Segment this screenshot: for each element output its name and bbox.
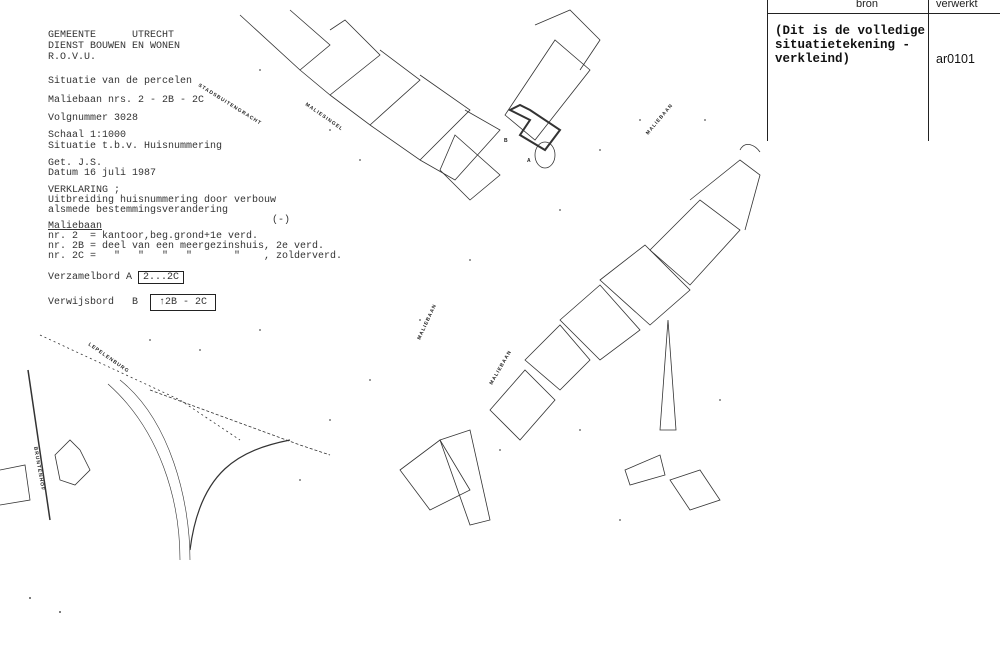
street-line [149, 389, 331, 456]
mark: (-) [272, 215, 291, 226]
info-datum: Datum 16 juli 1987 [48, 168, 157, 179]
header-bron: bron [856, 0, 879, 10]
verwerkt-cell: ar0101 [936, 52, 975, 66]
verwijsbord-sign: ↑2B - 2C [150, 294, 217, 311]
nr-2b: nr. 2B = deel van een meergezinshuis, 2e… [48, 241, 325, 252]
building-block [239, 9, 331, 71]
street-line [107, 383, 181, 561]
arrow-up-icon: ↑ [159, 297, 166, 308]
header-verwerkt: verwerkt [936, 0, 978, 10]
street-label-maliesingel: MALIESINGEL [304, 102, 344, 133]
building-block [504, 39, 591, 141]
verklaring-line-2: alsmede bestemmingsverandering [48, 205, 229, 216]
street-line [39, 334, 241, 441]
parcel-2-outline [507, 103, 562, 152]
building-block [439, 134, 501, 201]
header-line-1: GEMEENTE UTRECHT [48, 30, 174, 41]
spire-outline [659, 319, 677, 431]
building-block [299, 19, 381, 96]
street-line [119, 379, 191, 561]
building-block [599, 244, 691, 326]
verklaring-line-1: Uitbreiding huisnummering door verbouw [48, 195, 277, 206]
street-label-stadsbuitengracht: STADSBUITENGRACHT [197, 83, 263, 127]
building-block [399, 439, 471, 511]
street-line [739, 143, 761, 153]
header-line-3: R.O.V.U. [48, 52, 97, 63]
info-title: Situatie van de percelen [48, 76, 193, 87]
info-situatie: Situatie t.b.v. Huisnummering [48, 141, 223, 152]
street-label-bruntenhof: BRUNTENHOF [32, 446, 46, 491]
building-block [524, 324, 591, 391]
street-line [189, 439, 291, 551]
marker-b: B [504, 138, 509, 144]
building-block [489, 369, 556, 441]
bron-cell: (Dit is de volledige situatietekening - … [775, 24, 926, 66]
building-block [534, 9, 601, 71]
building-block [669, 469, 721, 511]
verklaring-heading: VERKLARING ; [48, 185, 121, 196]
marker-a: A [527, 158, 532, 164]
building-block [369, 74, 471, 161]
building-block [329, 49, 421, 126]
archive-table: bron verwerkt (Dit is de volledige situa… [767, 0, 1000, 141]
header-line-2: DIENST BOUWEN EN WONEN [48, 41, 181, 52]
street-line [27, 369, 51, 521]
info-schaal: Schaal 1:1000 [48, 130, 127, 141]
table-header-line [768, 13, 1000, 14]
building-block [689, 159, 761, 231]
building-block [0, 464, 31, 506]
building-block [649, 199, 741, 286]
verwijsbord-label: Verwijsbord B [48, 297, 139, 308]
building-block [439, 429, 491, 526]
street-label-maliebaan: MALIEBAAN [489, 349, 514, 386]
street-heading: Maliebaan [48, 221, 103, 232]
info-volgnummer: Volgnummer 3028 [48, 113, 139, 124]
street-label-maliebaan: MALIEBAAN [416, 303, 438, 341]
parcel-detail [534, 141, 556, 169]
street-label-maliebaan: MALIEBAAN [645, 103, 675, 137]
building-block [624, 454, 666, 486]
verzamelbord-sign: 2...2C [138, 271, 185, 284]
table-divider [928, 0, 929, 141]
nr-2c: nr. 2C = " " " " " , zolderverd. [48, 251, 343, 262]
verwijsbord-value: 2B - 2C [165, 297, 208, 308]
verwijsbord: Verwijsbord B ↑2B - 2C [48, 294, 217, 311]
street-label-lepelenburg: LEPELENBURG [87, 342, 130, 375]
verzamelbord: Verzamelbord A 2...2C [48, 271, 185, 284]
info-address: Maliebaan nrs. 2 - 2B - 2C [48, 95, 205, 106]
verzamelbord-label: Verzamelbord A [48, 272, 133, 283]
nr-2: nr. 2 = kantoor,beg.grond+1e verd. [48, 231, 259, 242]
spacer [96, 30, 132, 41]
municipality: GEMEENTE [48, 30, 97, 41]
city: UTRECHT [132, 30, 175, 41]
building-block [54, 439, 91, 486]
info-get: Get. J.S. [48, 158, 103, 169]
building-block [559, 284, 641, 361]
